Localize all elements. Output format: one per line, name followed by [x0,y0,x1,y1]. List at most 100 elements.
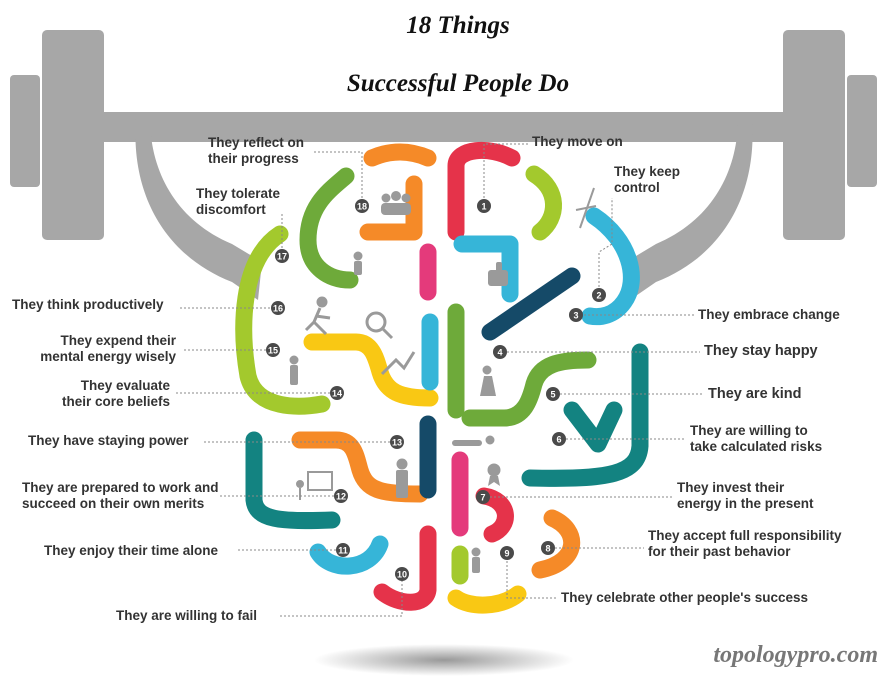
marker-9: 9 [500,546,514,560]
barbell [10,30,877,240]
label-11: They enjoy their time alone [44,543,219,558]
left-arm [135,118,262,300]
right-plate-outer [847,75,877,187]
marker-18-number: 18 [357,202,367,212]
group-people-icon [381,191,411,215]
marker-11: 11 [336,543,350,557]
celebrating-person-icon [471,547,481,573]
page-title: 18 Things [406,12,510,39]
marker-12-number: 12 [336,492,346,502]
marker-10: 10 [395,567,409,581]
leader-lines [176,143,704,617]
marker-18: 18 [355,199,369,213]
right-plate-inner [783,30,845,240]
leader-line-18 [312,151,363,206]
segment-cyan-upper [453,235,519,303]
marker-16-number: 16 [273,304,283,314]
marker-17-number: 17 [277,252,287,262]
marker-8: 8 [541,541,555,555]
label-12: They are prepared to work and succeed on… [22,480,219,511]
marker-4: 4 [493,345,507,359]
marker-16: 16 [271,301,285,315]
businessman-icon [396,458,408,498]
right-hemisphere [447,141,649,614]
marker-6-number: 6 [556,435,561,445]
left-hemisphere [235,143,439,611]
segment-lime-upper [525,165,562,241]
rocket-person-icon [575,187,597,229]
segment-orange-upper [359,175,423,241]
marker-3: 3 [569,308,583,322]
left-plate-inner [42,30,104,240]
pictograms [289,187,597,573]
label-3: They embrace change [698,307,840,322]
left-plate-outer [10,75,40,187]
segment-yellow-lower [447,585,527,614]
segment-teal-check [563,401,623,453]
superhero-icon [480,365,496,396]
label-7: They invest their energy in the present [677,480,814,511]
presentation-icon [296,471,333,500]
running-person-icon [304,296,331,336]
marker-2: 2 [592,288,606,302]
marker-9-number: 9 [504,549,509,559]
marker-11-number: 11 [338,546,348,556]
marker-10-number: 10 [397,570,407,580]
leader-line-1 [483,143,528,206]
segment-18 [363,143,437,167]
watermark: topologypro.com [713,642,878,668]
marker-5: 5 [546,387,560,401]
marker-3-number: 3 [573,311,578,321]
marker-1-number: 1 [481,202,486,212]
marker-12: 12 [334,489,348,503]
segment-teal-left [245,431,341,530]
segment-yellow-middle [303,333,439,407]
label-13: They have staying power [28,433,189,448]
leader-line-10 [278,576,403,617]
marker-15: 15 [266,343,280,357]
label-15: They expend their mental energy wisely [40,333,176,364]
barbell-bar [96,112,796,142]
leader-line-9 [506,553,556,599]
floor-shadow [314,644,574,676]
label-10: They are willing to fail [116,608,258,623]
label-18: They reflect on their progress [208,135,305,166]
segment-green-upper [299,167,359,289]
marker-13-number: 13 [392,438,402,448]
label-16: They think productively [12,297,164,312]
label-6: They are willing to take calculated risk… [690,423,823,454]
number-markers: 1 2 3 4 5 6 7 8 9 10 11 12 13 14 15 16 1… [266,199,606,581]
marker-4-number: 4 [497,348,502,358]
marker-5-number: 5 [550,390,555,400]
marker-2-number: 2 [596,291,601,301]
marker-8-number: 8 [545,544,550,554]
magnifier-icon [365,311,394,340]
segment-orange-right [531,509,581,579]
right-arm [626,118,753,300]
marker-1: 1 [477,199,491,213]
segment-cyan-right [581,207,640,326]
label-5: They are kind [708,386,802,402]
label-14: They evaluate their core beliefs [61,378,170,409]
marker-17: 17 [275,249,289,263]
segment-red-lower [373,525,437,611]
segment-1 [447,141,521,241]
diving-person-icon [452,435,495,446]
segment-lime-left [235,225,331,415]
marker-6: 6 [552,432,566,446]
person-magnifier-icon [353,251,363,275]
segment-red-right [475,487,514,543]
segment-green-middle [461,351,597,427]
thumbs-up-icon [488,262,508,286]
marker-13: 13 [390,435,404,449]
standing-person-icon [289,355,299,385]
label-2: They keep control [614,164,681,195]
segment-navy-diagonal [481,267,581,341]
page-subtitle: Successful People Do [346,70,570,97]
growth-arrow-person-icon [380,351,416,376]
marker-14-number: 14 [332,389,342,399]
marker-7-number: 7 [480,493,485,503]
marker-15-number: 15 [268,346,278,356]
